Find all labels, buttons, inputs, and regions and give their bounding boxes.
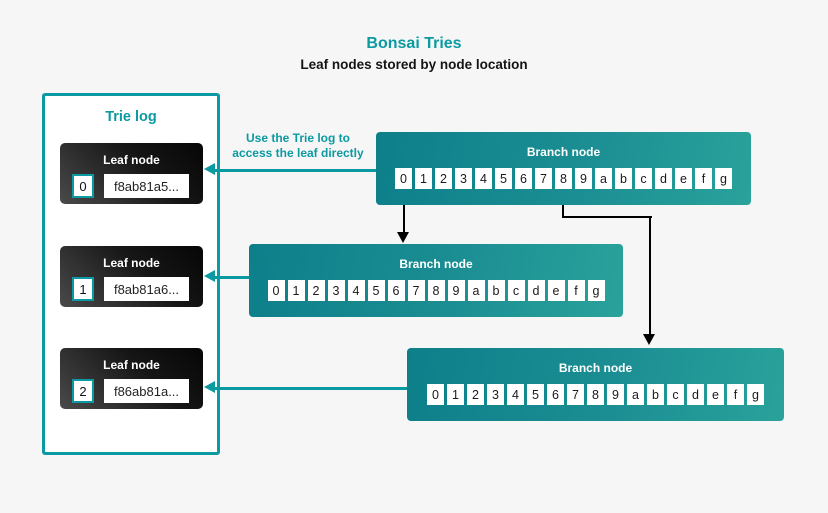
branch-cell: 0 [395,168,412,189]
branch-cell: g [587,280,605,301]
branch-cell: 1 [447,384,464,405]
arrow-down-head-icon [397,232,409,243]
branch-cell: 2 [467,384,484,405]
page-subtitle: Leaf nodes stored by node location [300,57,528,72]
branch-cell: 4 [347,280,365,301]
branch-cell: a [467,280,485,301]
branch-cell: c [507,280,525,301]
branch-cell: 1 [287,280,305,301]
branch-cell: f [695,168,712,189]
leaf-hash-value: f8ab81a6... [104,277,189,301]
branch-cell: 1 [415,168,432,189]
leaf-index-cell: 2 [72,379,94,403]
arrow-line [561,215,652,218]
branch-cell: c [635,168,652,189]
trie-log-title: Trie log [105,109,157,125]
leaf-index-cell: 1 [72,277,94,301]
arrow-left-head-icon [204,270,215,282]
branch-cell: 9 [607,384,624,405]
leaf-node-0: Leaf node 0 f8ab81a5... [60,143,203,204]
branch-cell: 0 [267,280,285,301]
branch-node-label: Branch node [558,361,633,375]
branch-cell: e [707,384,724,405]
leaf-node-1: Leaf node 1 f8ab81a6... [60,246,203,307]
branch-cell: d [655,168,672,189]
arrow-line [648,215,651,336]
leaf-node-label: Leaf node [103,358,160,372]
branch-cell: 4 [507,384,524,405]
branch-cell: 9 [447,280,465,301]
leaf-node-2: Leaf node 2 f86ab81a... [60,348,203,409]
branch-cell: g [747,384,764,405]
page-title: Bonsai Tries [366,35,462,52]
branch-cell: d [527,280,545,301]
branch-cell: f [727,384,744,405]
arrow-left-head-icon [204,163,215,175]
branch-cell: 2 [307,280,325,301]
annotation-use-trie-log: Use the Trie log to access the leaf dire… [226,131,370,161]
arrow-line [214,276,249,279]
branch-cell: e [675,168,692,189]
arrow-line [561,205,564,218]
branch-cell: 8 [555,168,572,189]
branch-cell: 3 [455,168,472,189]
branch-cell: 6 [515,168,532,189]
branch-cell: 7 [535,168,552,189]
branch-cell: 3 [487,384,504,405]
branch-cell: 7 [407,280,425,301]
branch-cell: 6 [387,280,405,301]
branch-cell: a [595,168,612,189]
branch-cell: g [715,168,732,189]
diagram-header: Bonsai Tries Leaf nodes stored by node l… [0,35,828,72]
arrow-line [214,387,407,390]
leaf-node-row: 1 f8ab81a6... [60,277,203,301]
branch-cell: e [547,280,565,301]
leaf-node-label: Leaf node [103,153,160,167]
branch-cell: 2 [435,168,452,189]
branch-node-label: Branch node [399,257,473,271]
annotation-line-1: Use the Trie log to [245,131,350,145]
branch-cell: 5 [495,168,512,189]
leaf-node-row: 0 f8ab81a5... [60,174,203,198]
branch-cell: 7 [567,384,584,405]
branch-cell: 0 [427,384,444,405]
arrow-line [214,169,376,172]
arrow-line [402,205,405,233]
branch-cell: a [627,384,644,405]
leaf-hash-value: f8ab81a5... [104,174,189,198]
annotation-line-2: access the leaf directly [232,146,364,160]
leaf-node-row: 2 f86ab81a... [60,379,203,403]
branch-cell: c [667,384,684,405]
branch-cell: b [487,280,505,301]
branch-cell: 6 [547,384,564,405]
leaf-node-label: Leaf node [103,256,160,270]
branch-cell: 5 [527,384,544,405]
branch-cell: 3 [327,280,345,301]
branch-node-label: Branch node [526,145,601,159]
branch-cell: 8 [427,280,445,301]
leaf-index-cell: 0 [72,174,94,198]
branch-cell: 9 [575,168,592,189]
leaf-hash-value: f86ab81a... [104,379,189,403]
branch-cell: b [647,384,664,405]
arrow-down-head-icon [643,334,655,345]
branch-cell: d [687,384,704,405]
branch-cell: 4 [475,168,492,189]
branch-cell: 5 [367,280,385,301]
arrow-left-head-icon [204,381,215,393]
branch-cell: f [567,280,585,301]
branch-cell: 8 [587,384,604,405]
branch-cell: b [615,168,632,189]
